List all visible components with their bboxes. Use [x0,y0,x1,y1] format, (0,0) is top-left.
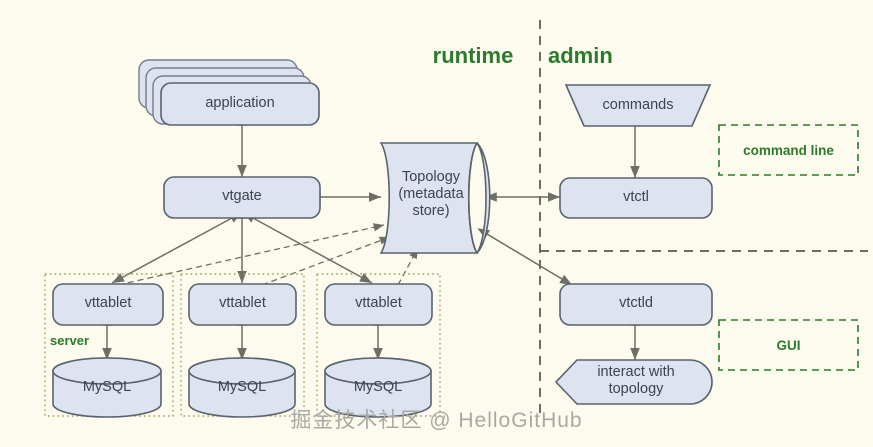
edge-vtgate-vttablet-1 [111,212,242,284]
mysql-node-3[interactable] [324,357,432,418]
legend-box-gui [718,319,859,371]
application-node[interactable] [138,59,320,126]
mysql-node-1[interactable] [52,357,162,418]
edge-vttablet-3-topology [397,247,419,286]
vtctl-node[interactable] [559,177,713,219]
topology-node[interactable] [379,142,491,254]
interact-with-topology-node[interactable] [554,359,713,405]
commands-node[interactable] [564,84,712,127]
edge-vttablet-1-topology [117,223,385,286]
edge-topology-vtctld [477,228,573,286]
vttablet-node-1[interactable] [52,283,164,326]
vttablet-node-2[interactable] [188,283,297,326]
vtctld-node[interactable] [559,283,713,326]
server-group-1 [44,273,174,417]
vtgate-node[interactable] [163,176,321,219]
vttablet-node-3[interactable] [324,283,433,326]
mysql-node-2[interactable] [188,357,296,418]
edge-vttablet-2-topology [261,236,391,286]
legend-box-command-line [718,124,859,176]
edge-vtgate-vttablet-3 [243,212,373,284]
